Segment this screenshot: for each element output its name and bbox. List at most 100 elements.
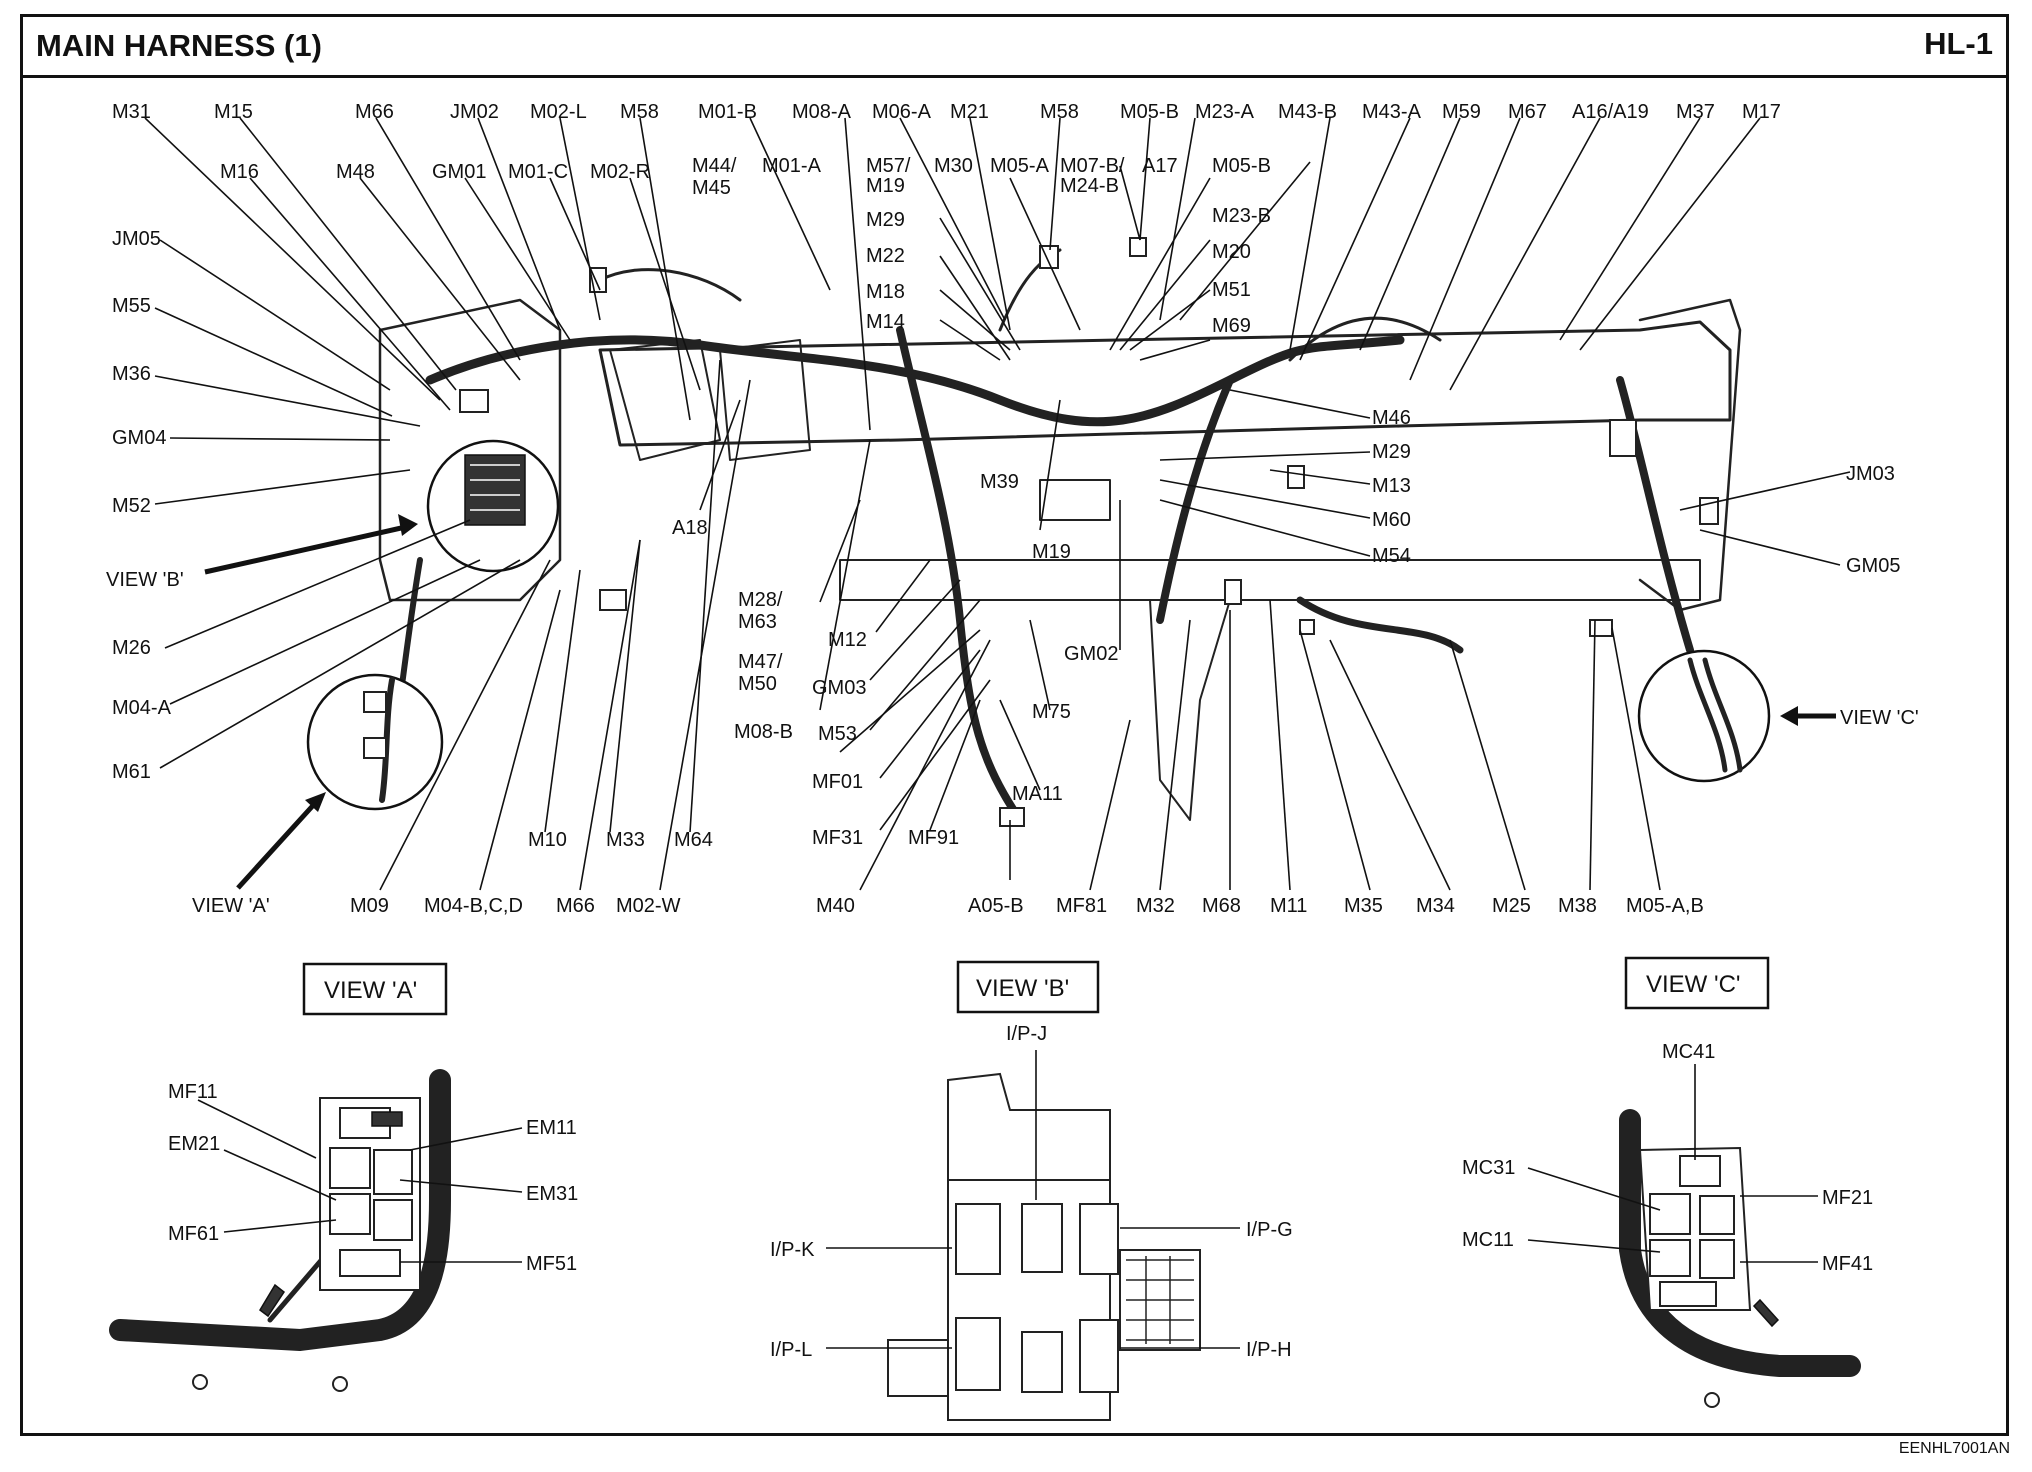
view-c-title-box: VIEW 'C': [1624, 956, 1770, 1010]
label-m13: M13: [1372, 475, 1411, 497]
label-m04-a: M04-A: [112, 697, 172, 719]
label-m15: M15: [214, 101, 253, 123]
label-m01-b: M01-B: [698, 101, 757, 123]
label-m43-a: M43-A: [1362, 101, 1422, 123]
label-m48: M48: [336, 161, 375, 183]
label-jm05: JM05: [112, 228, 161, 250]
label-em31: EM31: [526, 1183, 578, 1205]
label-m32: M32: [1136, 895, 1175, 917]
label-em21: EM21: [168, 1133, 220, 1155]
view-b-title-box: VIEW 'B': [956, 960, 1100, 1014]
label-ip-g: I/P-G: [1246, 1219, 1293, 1241]
label-m47: M47/: [738, 651, 783, 673]
document-id: EENHL7001AN: [1898, 1440, 2010, 1457]
label-m17: M17: [1742, 101, 1781, 123]
view-c-detail: MC41 MC31 MF21 MC11 MF41: [1462, 1041, 1873, 1408]
label-m67: M67: [1508, 101, 1547, 123]
label-m23-a: M23-A: [1195, 101, 1255, 123]
label-m60: M60: [1372, 509, 1411, 531]
label-m29: M29: [866, 209, 905, 231]
header-bar: MAIN HARNESS (1) HL-1: [20, 14, 2009, 78]
label-m22: M22: [866, 245, 905, 267]
label-view-b-arrow: VIEW 'B': [106, 569, 184, 591]
label-m44: M44/: [692, 155, 737, 177]
label-a18: A18: [672, 517, 708, 539]
harness-wiring: [387, 248, 1694, 824]
label-a17: A17: [1142, 155, 1178, 177]
label-m66: M66: [355, 101, 394, 123]
label-m12: M12: [828, 629, 867, 651]
label-m53: M53: [818, 723, 857, 745]
label-m06-a: M06-A: [872, 101, 932, 123]
label-m34: M34: [1416, 895, 1455, 917]
label-a16-a19: A16/A19: [1572, 101, 1649, 123]
label-ip-l: I/P-L: [770, 1339, 812, 1361]
label-m02-r: M02-R: [590, 161, 650, 183]
label-m51: M51: [1212, 279, 1251, 301]
label-m31: M31: [112, 101, 151, 123]
label-m63: M63: [738, 611, 777, 633]
label-m46: M46: [1372, 407, 1411, 429]
label-view-a-arrow: VIEW 'A': [192, 895, 270, 917]
label-m40: M40: [816, 895, 855, 917]
label-gm01: GM01: [432, 161, 486, 183]
label-m05-b: M05-B: [1120, 101, 1179, 123]
view-b-detail: I/P-J I/P-K I/P-G I/P-L I/P-H: [770, 1023, 1293, 1421]
label-m02-l: M02-L: [530, 101, 587, 123]
label-m58-b: M58: [1040, 101, 1079, 123]
label-jm03: JM03: [1846, 463, 1895, 485]
label-m55: M55: [112, 295, 151, 317]
label-m11: M11: [1270, 895, 1307, 917]
label-m26: M26: [112, 637, 151, 659]
label-m50: M50: [738, 673, 777, 695]
label-m18: M18: [866, 281, 905, 303]
label-m09: M09: [350, 895, 389, 917]
label-gm02: GM02: [1064, 643, 1118, 665]
label-ip-h: I/P-H: [1246, 1339, 1292, 1361]
label-ma11: MA11: [1012, 783, 1063, 805]
label-ip-j: I/P-J: [1006, 1023, 1047, 1045]
label-m39: M39: [980, 471, 1019, 493]
label-gm03: GM03: [812, 677, 866, 699]
label-mf11: MF11: [168, 1081, 218, 1103]
view-arrows: [204, 514, 1836, 890]
label-m43-b: M43-B: [1278, 101, 1337, 123]
label-m33: M33: [606, 829, 645, 851]
leader-lines: [144, 117, 1851, 891]
label-mc11: MC11: [1462, 1229, 1514, 1251]
label-mf61: MF61: [168, 1223, 219, 1245]
label-m61: M61: [112, 761, 151, 783]
label-m38: M38: [1558, 895, 1597, 917]
main-labels: M31 M15 M66 JM02 M02-L M58 M01-B M08-A M…: [106, 101, 1919, 917]
label-m19: M19: [1032, 541, 1071, 563]
label-gm04: GM04: [112, 427, 166, 449]
view-a-title-box: VIEW 'A': [302, 962, 448, 1016]
label-m30: M30: [934, 155, 973, 177]
label-em11: EM11: [526, 1117, 577, 1139]
view-b-title: VIEW 'B': [976, 975, 1069, 1002]
label-mf31: MF31: [812, 827, 863, 849]
label-m66-b: M66: [556, 895, 595, 917]
label-m52: M52: [112, 495, 151, 517]
label-m16: M16: [220, 161, 259, 183]
label-m75: M75: [1032, 701, 1071, 723]
label-m05-a: M05-A: [990, 155, 1050, 177]
label-m69: M69: [1212, 315, 1251, 337]
view-c-circle: [1637, 649, 1771, 783]
label-m54: M54: [1372, 545, 1411, 567]
view-a-circle: [306, 673, 444, 811]
label-m07-b: M07-B/: [1060, 155, 1125, 177]
page-title: MAIN HARNESS (1): [36, 28, 322, 63]
label-m05-ab: M05-A,B: [1626, 895, 1704, 917]
label-gm05: GM05: [1846, 555, 1900, 577]
label-m24-b: M24-B: [1060, 175, 1119, 197]
label-view-c-arrow: VIEW 'C': [1840, 707, 1919, 729]
label-m36: M36: [112, 363, 151, 385]
label-m68: M68: [1202, 895, 1241, 917]
label-mf81: MF81: [1056, 895, 1107, 917]
page-frame: [20, 14, 2009, 1436]
label-m19-top: M19: [866, 175, 905, 197]
label-m05-b-2: M05-B: [1212, 155, 1271, 177]
label-m20: M20: [1212, 241, 1251, 263]
label-m23-b: M23-B: [1212, 205, 1271, 227]
